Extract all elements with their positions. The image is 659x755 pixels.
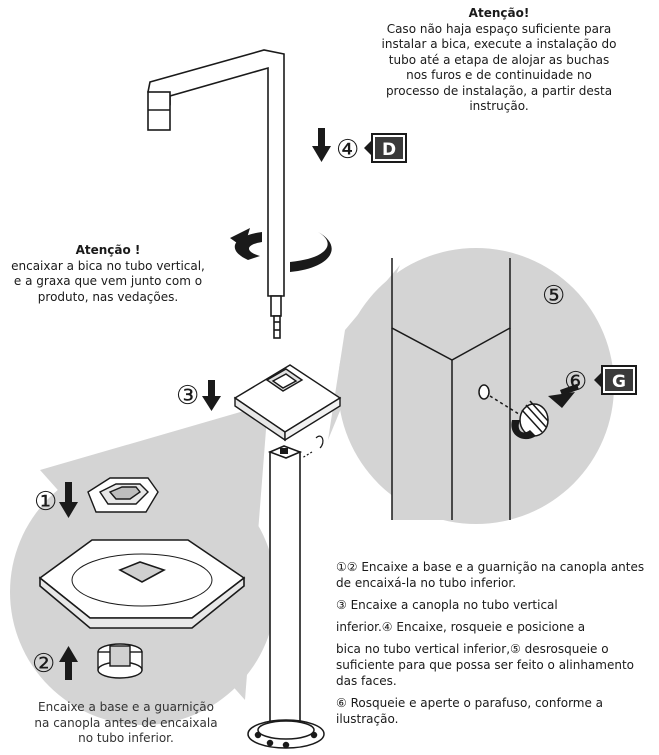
floor-flange bbox=[247, 719, 325, 749]
note-bottom: Encaixe a base e a guarnição na canopla … bbox=[6, 700, 246, 747]
arrow-down-step4 bbox=[312, 128, 331, 162]
tag-g: G bbox=[594, 365, 637, 395]
note-bottom-line: na canopla antes de encaixala bbox=[34, 715, 218, 730]
bushing bbox=[97, 643, 143, 679]
canopla bbox=[233, 364, 342, 442]
instruction-line: ①② Encaixe a base e a guarnição na canop… bbox=[336, 560, 645, 590]
tag-d: D bbox=[364, 133, 407, 163]
note-top: Atenção! Caso não haja espaço suficiente… bbox=[350, 6, 648, 115]
note-bottom-line: no tubo inferior. bbox=[78, 731, 174, 745]
note-left-line: produto, nas vedações. bbox=[37, 289, 179, 304]
note-top-line: instalar a bica, execute a instalação do bbox=[381, 37, 617, 51]
tag-d-label: D bbox=[382, 140, 396, 160]
tag-g-label: G bbox=[612, 372, 626, 392]
callout-step3: ③ bbox=[176, 381, 199, 411]
callout-step2: ② bbox=[32, 649, 55, 679]
note-top-line: Caso não haja espaço suficiente para bbox=[386, 21, 612, 36]
rotation-arrow bbox=[230, 228, 332, 272]
callout-step1: ① bbox=[34, 487, 57, 517]
arrow-step6 bbox=[511, 383, 579, 440]
note-left-line: e a graxa que vem junto com o bbox=[13, 274, 203, 288]
base-plate bbox=[38, 539, 246, 629]
note-top-line: nos furos e de continuidade no bbox=[406, 68, 592, 82]
arrow-down-step3 bbox=[202, 380, 221, 411]
callout-step4: ④ bbox=[336, 135, 359, 165]
arrow-down-step1 bbox=[59, 482, 78, 518]
instruction-line: bica no tubo vertical inferior,⑤ desrosq… bbox=[336, 642, 635, 688]
spout bbox=[147, 49, 285, 339]
instructions: ①② Encaixe a base e a guarnição na canop… bbox=[336, 559, 656, 733]
set-screw-small bbox=[301, 435, 324, 459]
note-left-title: Atenção ! bbox=[75, 243, 141, 257]
tube-corner-detail bbox=[391, 258, 549, 520]
callouts: ① ② ③ ④ ⑤ ⑥ bbox=[32, 135, 587, 679]
note-top-line: processo de instalação, a partir desta bbox=[385, 83, 613, 98]
callout-step5: ⑤ bbox=[542, 281, 565, 311]
callout-step6: ⑥ bbox=[564, 367, 587, 397]
gasket bbox=[87, 477, 159, 513]
instruction-line: ⑥ Rosqueie e aperte o parafuso, conforme… bbox=[336, 696, 604, 726]
note-top-line: tubo até a etapa de alojar as buchas bbox=[388, 52, 610, 67]
instruction-line: inferior.④ Encaixe, rosqueie e posicione… bbox=[336, 620, 586, 634]
lower-tube bbox=[267, 445, 303, 728]
note-left-line: encaixar a bica no tubo vertical, bbox=[11, 258, 205, 273]
arrow-up-step2 bbox=[59, 646, 78, 680]
note-top-title: Atenção! bbox=[468, 6, 530, 20]
instruction-line: ③ Encaixe a canopla no tubo vertical bbox=[336, 598, 558, 612]
note-top-line: instrução. bbox=[469, 99, 529, 113]
note-bottom-line: Encaixe a base e a guarnição bbox=[38, 700, 214, 714]
note-left: Atenção ! encaixar a bica no tubo vertic… bbox=[0, 243, 230, 305]
